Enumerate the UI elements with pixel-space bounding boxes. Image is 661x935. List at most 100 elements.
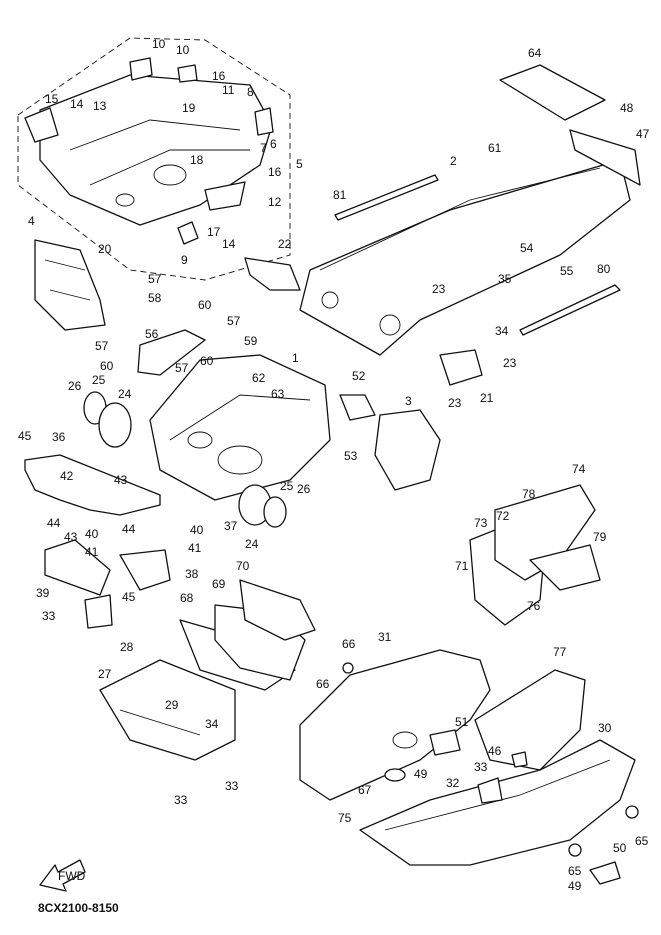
callout-4: 4 xyxy=(28,214,35,228)
callout-60: 60 xyxy=(200,354,214,368)
callout-11: 11 xyxy=(222,83,235,97)
callout-33: 33 xyxy=(42,609,56,623)
callout-23: 23 xyxy=(432,282,446,296)
callout-41: 41 xyxy=(188,541,202,555)
callout-52: 52 xyxy=(352,369,366,383)
callout-66: 66 xyxy=(316,677,330,691)
callout-70: 70 xyxy=(236,559,250,573)
bracket-51 xyxy=(429,729,461,756)
callout-33: 33 xyxy=(225,779,239,793)
callout-6: 6 xyxy=(270,137,277,151)
callout-16: 16 xyxy=(268,165,282,179)
callout-19: 19 xyxy=(182,101,196,115)
callout-57: 57 xyxy=(95,339,109,353)
callout-36: 36 xyxy=(52,430,66,444)
fwd-arrow-icon: FWD xyxy=(39,859,86,892)
callout-15: 15 xyxy=(45,92,59,106)
callout-7: 7 xyxy=(260,141,267,155)
panel-70 xyxy=(239,579,316,641)
callout-27: 27 xyxy=(98,667,112,681)
grommet-65-a xyxy=(625,805,639,819)
callout-43: 43 xyxy=(64,530,78,544)
callout-17: 17 xyxy=(207,225,221,239)
callout-35: 35 xyxy=(498,272,512,286)
callout-18: 18 xyxy=(190,153,204,167)
callout-47: 47 xyxy=(636,127,650,141)
callout-49: 49 xyxy=(568,879,582,893)
bracket-21 xyxy=(439,349,483,386)
callout-48: 48 xyxy=(620,101,634,115)
callout-10: 10 xyxy=(152,37,166,51)
callout-26: 26 xyxy=(68,379,82,393)
callout-20: 20 xyxy=(98,242,112,256)
fender-76-79 xyxy=(529,544,601,591)
callout-77: 77 xyxy=(553,645,567,659)
callout-25: 25 xyxy=(92,373,106,387)
bracket-38 xyxy=(119,549,171,591)
callout-41: 41 xyxy=(85,545,99,559)
callout-78: 78 xyxy=(522,487,536,501)
callout-24: 24 xyxy=(118,387,132,401)
callout-67: 67 xyxy=(358,783,372,797)
callout-5: 5 xyxy=(296,157,303,171)
shell-27 xyxy=(99,659,236,761)
callout-40: 40 xyxy=(85,527,99,541)
callout-71: 71 xyxy=(455,559,469,573)
upper-frame-assembly xyxy=(24,57,274,245)
bracket-46 xyxy=(511,751,528,768)
callout-74: 74 xyxy=(572,462,586,476)
callout-62: 62 xyxy=(252,371,266,385)
callout-2: 2 xyxy=(450,154,457,168)
callout-45: 45 xyxy=(122,590,136,604)
callout-25: 25 xyxy=(280,479,294,493)
callout-46: 46 xyxy=(488,744,502,758)
callout-14: 14 xyxy=(222,237,236,251)
callout-33: 33 xyxy=(174,793,188,807)
panel-77 xyxy=(474,669,586,771)
floor-panel-31 xyxy=(299,649,491,801)
callout-1: 1 xyxy=(292,351,299,365)
callout-45: 45 xyxy=(18,429,32,443)
callout-22: 22 xyxy=(278,237,292,251)
callout-14: 14 xyxy=(70,97,84,111)
callout-8: 8 xyxy=(247,85,254,99)
callout-80: 80 xyxy=(597,262,611,276)
bracket-22 xyxy=(244,257,301,291)
callout-42: 42 xyxy=(60,469,74,483)
subassembly-outline xyxy=(17,37,291,281)
callout-31: 31 xyxy=(378,630,392,644)
callout-66: 66 xyxy=(342,637,356,651)
callout-29: 29 xyxy=(165,698,179,712)
callout-28: 28 xyxy=(120,640,134,654)
part-code: 8CX2100-8150 xyxy=(38,901,119,915)
callout-33: 33 xyxy=(474,760,488,774)
bracket-4 xyxy=(34,239,106,331)
callout-64: 64 xyxy=(528,46,542,60)
bracket-32 xyxy=(477,777,503,804)
callout-56: 56 xyxy=(145,327,159,341)
grommet-66-top xyxy=(342,662,354,674)
callout-53: 53 xyxy=(344,449,358,463)
bracket-52 xyxy=(339,394,376,421)
callout-26: 26 xyxy=(297,482,311,496)
callout-60: 60 xyxy=(198,298,212,312)
callout-60: 60 xyxy=(100,359,114,373)
callout-13: 13 xyxy=(93,99,107,113)
callout-44: 44 xyxy=(47,516,61,530)
bracket-56 xyxy=(137,329,206,376)
callout-79: 79 xyxy=(593,530,607,544)
mat-64 xyxy=(499,64,606,121)
callout-40: 40 xyxy=(190,523,204,537)
callout-34: 34 xyxy=(205,717,219,731)
callout-32: 32 xyxy=(446,776,460,790)
bracket-28 xyxy=(84,594,113,629)
bracket-3 xyxy=(374,409,441,491)
callout-57: 57 xyxy=(175,361,189,375)
callout-72: 72 xyxy=(496,509,510,523)
callout-34: 34 xyxy=(495,324,509,338)
callout-57: 57 xyxy=(148,272,162,286)
callout-24: 24 xyxy=(245,537,259,551)
callout-12: 12 xyxy=(268,195,282,209)
